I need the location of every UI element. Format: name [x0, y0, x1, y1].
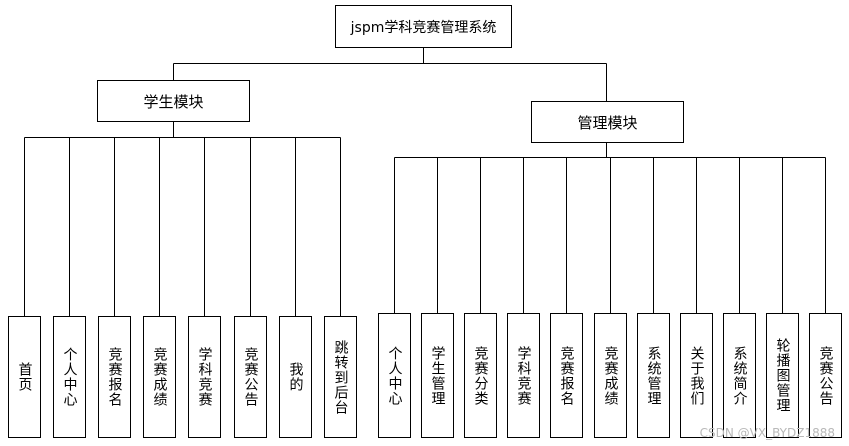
admin-module-label: 管理模块 — [577, 113, 638, 132]
admin-leaf-system-intro: 系统简介 — [723, 313, 756, 438]
student-leaf-competition-notice: 竞赛公告 — [234, 316, 267, 438]
leaf-label: 首页 — [16, 362, 33, 392]
admin-leaf-subject-competition: 学科竞赛 — [507, 313, 540, 438]
leaf-label: 竞赛分类 — [472, 345, 489, 406]
student-leaf-jump-to-backend: 跳转到后台 — [324, 316, 357, 438]
leaf-label: 轮播图管理 — [774, 338, 791, 413]
student-leaf-homepage: 首页 — [8, 316, 41, 438]
student-leaf-competition-scores: 竞赛成绩 — [143, 316, 176, 438]
leaf-label: 个人中心 — [61, 347, 78, 407]
admin-leaf-student-management: 学生管理 — [421, 313, 454, 438]
student-leaf-competition-registration: 竞赛报名 — [98, 316, 131, 438]
admin-leaf-competition-category: 竞赛分类 — [464, 313, 497, 438]
admin-leaf-carousel-management: 轮播图管理 — [766, 313, 799, 438]
leaf-label: 系统简介 — [731, 345, 748, 406]
leaf-label: 竞赛报名 — [558, 345, 575, 406]
leaf-label: 关于我们 — [688, 345, 705, 406]
leaf-label: 学科竞赛 — [515, 345, 532, 406]
leaf-label: 竞赛成绩 — [602, 345, 619, 406]
admin-leaf-about-us: 关于我们 — [680, 313, 713, 438]
leaf-label: 跳转到后台 — [332, 339, 349, 415]
leaf-label: 竞赛成绩 — [151, 347, 168, 407]
leaf-label: 系统管理 — [645, 345, 662, 406]
leaf-label: 学生管理 — [429, 345, 446, 406]
admin-leaf-competition-notice: 竞赛公告 — [809, 313, 842, 438]
watermark: CSDN @VX_BYDZ1888 — [699, 426, 835, 440]
admin-leaf-competition-registration: 竞赛报名 — [550, 313, 583, 438]
student-module-node: 学生模块 — [97, 80, 250, 122]
student-leaf-personal-center: 个人中心 — [53, 316, 86, 438]
admin-leaf-system-management: 系统管理 — [637, 313, 670, 438]
admin-leaf-competition-scores: 竞赛成绩 — [594, 313, 627, 438]
admin-module-node: 管理模块 — [531, 101, 684, 143]
student-module-label: 学生模块 — [143, 92, 204, 111]
leaf-label: 个人中心 — [386, 345, 403, 406]
leaf-label: 竞赛报名 — [106, 347, 123, 407]
leaf-label: 学科竞赛 — [196, 347, 213, 407]
student-leaf-mine: 我的 — [279, 316, 312, 438]
admin-leaf-personal-center: 个人中心 — [378, 313, 411, 438]
leaf-label: 竞赛公告 — [817, 345, 834, 406]
leaf-label: 我的 — [287, 362, 304, 392]
student-leaf-subject-competition: 学科竞赛 — [188, 316, 221, 438]
root-node: jspm学科竞赛管理系统 — [335, 5, 512, 48]
leaf-label: 竞赛公告 — [242, 347, 259, 407]
root-label: jspm学科竞赛管理系统 — [350, 19, 497, 36]
